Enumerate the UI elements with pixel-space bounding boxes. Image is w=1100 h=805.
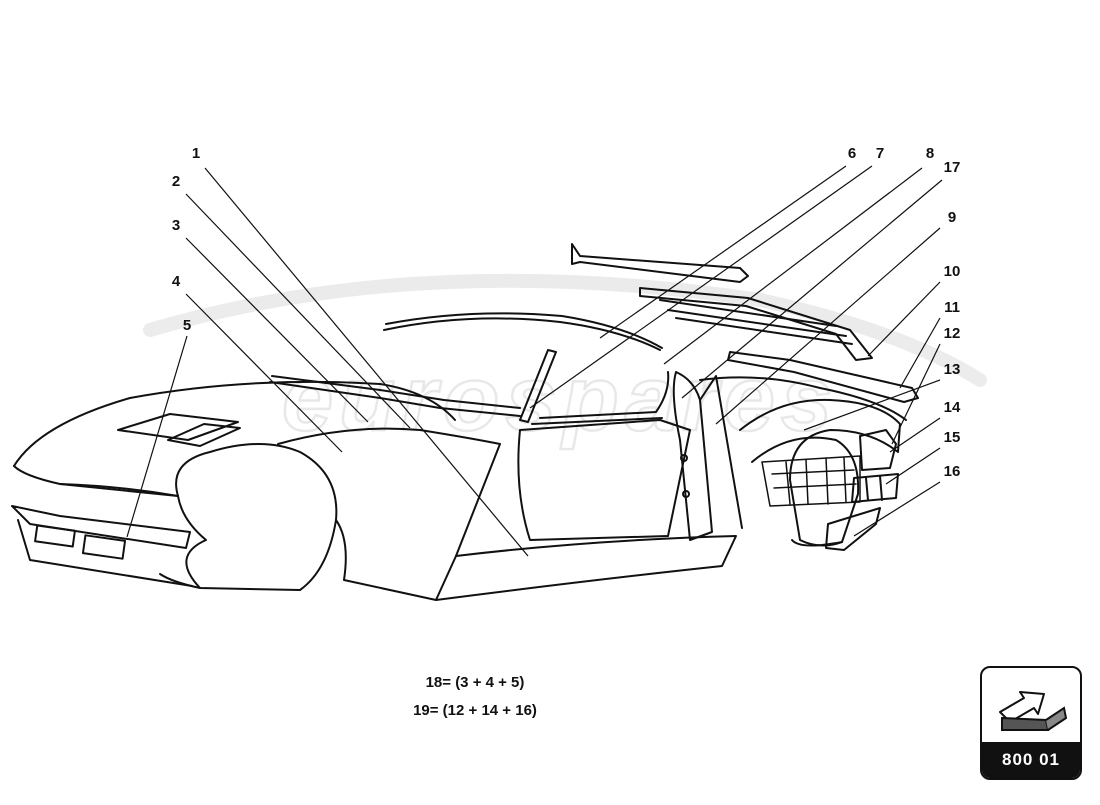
front-grille-right: [81, 534, 127, 560]
callout-number-1: 1: [192, 145, 200, 162]
rear-grille: [761, 455, 861, 507]
roof-rail: [571, 243, 749, 283]
watermark-text: eurospares: [282, 348, 838, 450]
b-pillar: [672, 371, 713, 541]
callout-number-10: 10: [944, 263, 961, 280]
callout-number-11: 11: [944, 299, 960, 316]
rear-wheel-arch: [751, 436, 860, 547]
callout-leader-7: [529, 165, 873, 409]
callout-leader-12: [891, 343, 941, 445]
callout-leader-11: [899, 317, 941, 389]
front-wheel-arch: [175, 443, 338, 591]
rocker-panel: [435, 535, 737, 601]
page-code-badge: 800 01: [980, 666, 1082, 780]
arrow-icon: [999, 691, 1068, 731]
tail-light-panel: [859, 429, 897, 471]
callout-number-5: 5: [183, 317, 191, 334]
callout-number-4: 4: [172, 273, 181, 290]
callout-number-9: 9: [948, 209, 956, 226]
callout-leader-17: [681, 179, 943, 399]
callout-number-14: 14: [944, 399, 961, 416]
callout-leader-1: [204, 167, 529, 557]
rear-grille-2: [851, 473, 899, 503]
callout-number-13: 13: [944, 361, 961, 378]
callout-leader-14: [889, 417, 941, 453]
callout-number-3: 3: [172, 217, 180, 234]
callout-leader-13: [803, 379, 941, 431]
callout-number-17: 17: [944, 159, 961, 176]
front-hood: [13, 380, 456, 467]
rear-valance: [825, 507, 881, 551]
cowl-panel: [269, 381, 521, 417]
rear-quarter: [739, 398, 901, 547]
callout-leader-5: [126, 335, 188, 538]
front-bumper: [11, 505, 191, 549]
callout-leader-9: [715, 227, 941, 425]
watermark: eurospares: [143, 273, 987, 451]
callout-leader-6: [599, 165, 847, 339]
door-panel: [517, 419, 691, 541]
car-body-drawing: [11, 243, 919, 601]
front-grille-left: [34, 524, 76, 548]
callout-leader-16: [853, 481, 941, 537]
page-code: 800 01: [982, 742, 1080, 778]
callout-number-8: 8: [926, 145, 934, 162]
headlight-panel: [117, 413, 239, 441]
callout-leader-2: [185, 193, 411, 429]
callout-number-16: 16: [944, 463, 961, 480]
callout-number-12: 12: [944, 325, 961, 342]
callout-leader-15: [885, 447, 941, 485]
a-pillar: [519, 349, 557, 423]
callout-number-15: 15: [944, 429, 961, 446]
callout-leader-3: [185, 237, 369, 423]
formula-19: 19= (12 + 14 + 16): [413, 702, 537, 719]
callout-number-7: 7: [876, 145, 884, 162]
callout-leader-10: [867, 281, 941, 357]
callout-number-6: 6: [848, 145, 856, 162]
engine-cover-louvre: [639, 287, 873, 361]
rear-pillar: [699, 375, 743, 529]
callout-leader-4: [185, 293, 343, 453]
rear-deck: [699, 376, 907, 421]
front-lip: [59, 483, 179, 497]
formula-18: 18= (3 + 4 + 5): [425, 674, 525, 691]
callout-leader-8: [663, 167, 923, 365]
callout-number-2: 2: [172, 173, 180, 190]
front-fender: [277, 427, 501, 557]
rear-spoiler: [727, 351, 919, 403]
